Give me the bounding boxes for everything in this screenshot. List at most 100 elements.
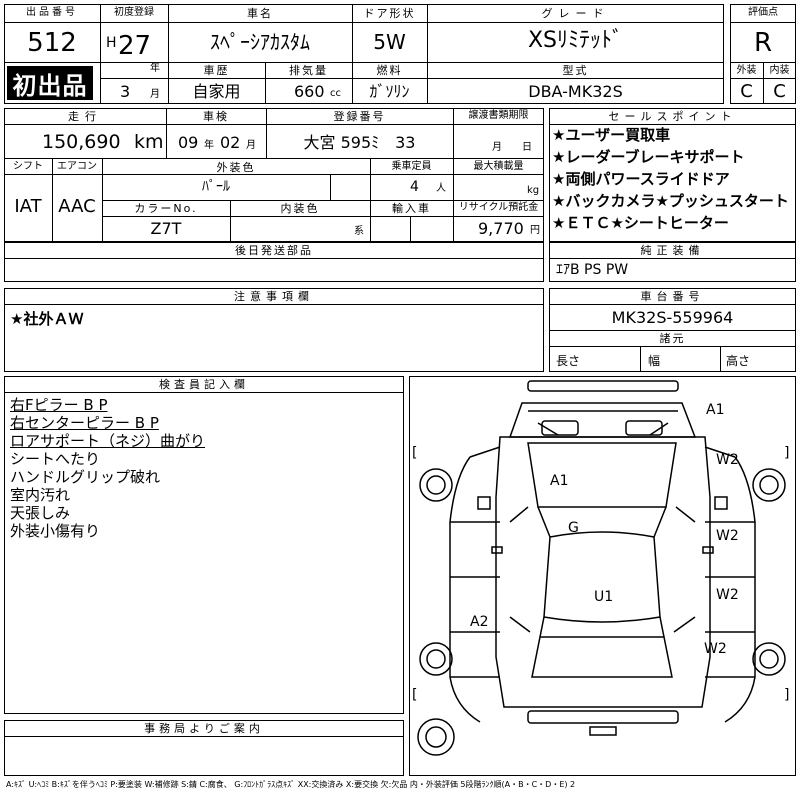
car-name-label: 車名: [247, 7, 273, 20]
aircon: AAC: [58, 196, 96, 217]
chassis-label: 車台番号: [640, 290, 705, 303]
transfer-month-unit: 月: [492, 142, 502, 153]
recycle-deposit: 9,770: [478, 219, 524, 238]
mark-front-right: A1: [706, 402, 725, 418]
capacity-unit: 人: [436, 183, 446, 194]
sales-points-list: ★ユーザー買取車 ★レーダーブレーキサポート ★両側パワースライドドア ★バック…: [552, 128, 796, 238]
width-label: 幅: [648, 354, 661, 368]
mark-right-front-door: W2: [716, 528, 739, 544]
height-label: 高さ: [726, 354, 751, 368]
shift: IAT: [14, 196, 42, 217]
color-no: Z7T: [150, 219, 182, 238]
mark-windshield: G: [568, 520, 579, 536]
mark-left-rear-door: A2: [470, 614, 489, 630]
load-label: 最大積載量: [473, 161, 524, 172]
legend: A:ｷｽﾞ U:ﾍｺﾐ B:ｷｽﾞを伴うﾍｺﾐ P:要塗装 W:補修跡 S:錆 …: [6, 780, 576, 789]
sales-points-label: セールスポイント: [608, 110, 737, 123]
int-color-unit: 系: [354, 226, 364, 237]
history-label: 車歴: [203, 64, 230, 77]
first-listing-badge: 初出品: [7, 66, 93, 100]
era: H: [106, 35, 117, 51]
inspector-note: 天張しみ: [10, 504, 71, 522]
caution-text: ★社外ＡＷ: [10, 310, 84, 328]
mileage-unit: km: [134, 131, 164, 153]
sales-point: ★ユーザー買取車: [552, 126, 671, 144]
car-outline-svg: [417, 380, 786, 756]
dims-label: 諸元: [659, 332, 686, 345]
load-unit: kg: [527, 185, 540, 196]
fuel-label: 燃料: [376, 64, 403, 77]
door-label: ドア形状: [363, 7, 416, 20]
sales-point: ★バックカメラ★プッシュスタート: [552, 192, 789, 210]
inspector-notes: 右Fピラー B P 右センターピラー B P ロアサポート（ネジ）曲がり シート…: [10, 396, 400, 540]
history: 自家用: [192, 82, 241, 101]
reg-year: 27: [118, 31, 152, 61]
mark-right-front-fender: W2: [716, 452, 739, 468]
inspection-month-unit: 月: [246, 140, 256, 151]
sales-points-block: [549, 108, 796, 242]
import-label: 輸入車: [392, 202, 431, 215]
equipment-block: [549, 242, 796, 282]
first-reg-label: 初度登録: [114, 7, 154, 18]
reg-number-label: 登録番号: [333, 110, 386, 123]
inspector-note: 右Fピラー B P: [10, 396, 108, 414]
inspector-note: ハンドルグリップ破れ: [10, 468, 161, 486]
int-color-label: 内装色: [280, 202, 320, 215]
month-unit: 月: [150, 89, 160, 100]
equipment: ｴｱB PS PW: [556, 262, 629, 278]
year-unit: 年: [150, 63, 160, 74]
exterior-score: C: [740, 81, 753, 102]
model-label: 型式: [562, 64, 589, 77]
inspector-block: [4, 376, 404, 714]
inspection-label: 車検: [203, 110, 229, 123]
car-name: ｽﾍﾟｰｼｱｶｽﾀﾑ: [210, 30, 310, 54]
bracket-right-front: ]: [784, 445, 790, 461]
model: DBA-MK32S: [528, 82, 623, 101]
lot-number: 512: [27, 28, 77, 58]
transfer-label: 譲渡書類期限: [468, 110, 529, 121]
interior-label: 内装: [769, 65, 790, 76]
displacement: 660: [294, 82, 325, 101]
length-label: 長さ: [556, 354, 581, 368]
shift-label: シフト: [13, 161, 43, 172]
sales-point: ★ＥＴＣ★シートヒーター: [552, 214, 729, 232]
bracket-right-rear: ]: [784, 687, 790, 703]
inspector-note: 右センターピラー B P: [10, 414, 159, 432]
capacity: 4: [410, 179, 419, 195]
fuel: ｶﾞｿﾘﾝ: [369, 82, 410, 101]
inspection-year-unit: 年: [204, 140, 214, 151]
grade-label: グレード: [541, 7, 610, 20]
bracket-left-front: [: [412, 445, 418, 461]
header-block: [4, 4, 724, 104]
reg-month: 3: [120, 82, 131, 101]
sales-point: ★両側パワースライドドア: [552, 170, 730, 188]
transfer-day-unit: 日: [522, 142, 532, 153]
inspector-note: 外装小傷有り: [10, 522, 101, 540]
mark-roof: U1: [594, 589, 614, 605]
mark-hood: A1: [550, 473, 569, 489]
recycle-label: リサイクル預託金: [458, 202, 539, 213]
inspection-month: 02: [220, 133, 241, 152]
score-label: 評価点: [748, 7, 778, 18]
chassis-number: MK32S-559964: [611, 308, 734, 327]
exterior-label: 外装: [736, 65, 757, 76]
later-parts-block: [4, 242, 544, 282]
office-label: 事務局よりご案内: [144, 722, 264, 735]
sales-point: ★レーダーブレーキサポート: [552, 148, 745, 166]
caution-block: [4, 288, 544, 372]
spec-block: [4, 108, 544, 242]
mark-right-rear-fender: W2: [704, 641, 727, 657]
bracket-left-rear: [: [412, 687, 418, 703]
later-parts-label: 後日発送部品: [235, 244, 313, 257]
displacement-unit: cc: [330, 88, 341, 99]
inspector-note: 室内汚れ: [10, 486, 71, 504]
door-type: 5W: [373, 30, 406, 54]
inspector-note: シートへたり: [10, 450, 101, 468]
color-label: 外装色: [216, 161, 256, 174]
interior-score: C: [773, 81, 786, 102]
reg-number: 大宮 595ﾐ 33: [303, 133, 416, 152]
lot-label: 出品番号: [26, 7, 78, 18]
body-color: ﾊﾟｰﾙ: [202, 179, 230, 195]
score: R: [753, 28, 773, 58]
color-no-label: カラーNo.: [134, 202, 198, 215]
